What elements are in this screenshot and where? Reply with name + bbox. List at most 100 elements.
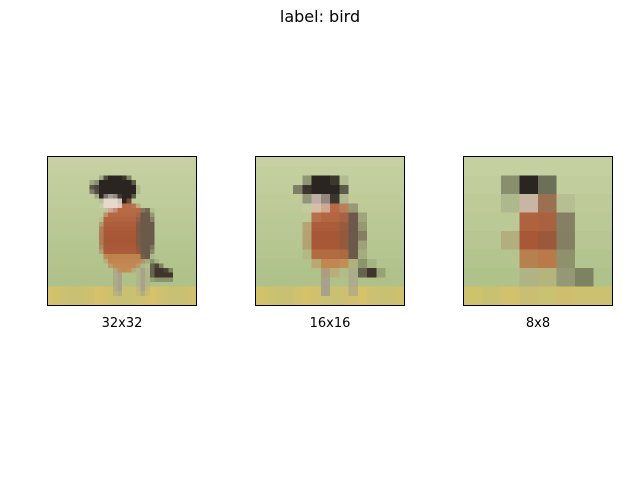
pixel-cell [108,166,113,172]
pixel-cell [52,268,58,273]
pixel-cell [163,221,169,227]
pixel-cell [131,240,137,246]
pixel-cell [145,300,150,305]
pixel-cell [52,291,58,296]
pixel-cell [126,221,132,227]
pixel-cell [265,212,275,222]
pixel-cell [57,300,63,305]
pixel-cell [293,240,303,250]
pixel-cell [140,161,146,167]
pixel-cell [159,207,164,213]
pixel-cell [126,175,132,181]
pixel-cell [117,300,123,305]
pixel-cell [256,194,266,204]
pixel-cell [311,277,321,287]
pixel-cell [52,207,58,213]
pixel-cell [145,207,150,213]
pixel-cell [131,235,137,241]
pixel-cell [135,240,141,246]
pixel-cell [149,277,155,283]
pixel-cell [154,170,160,176]
pixel-cell [274,258,284,269]
pixel-cell [117,166,123,172]
pixel-cell [339,184,349,195]
pixel-cell [168,175,174,181]
pixel-cell [191,244,196,250]
pixel-cell [94,226,100,232]
pixel-cell [61,235,67,241]
pixel-cell [122,166,127,172]
pixel-cell [75,231,81,236]
pixel-cell [575,175,594,195]
pixel-cell [394,258,404,269]
pixel-cell [89,212,95,218]
pixel-cell [103,268,109,273]
pixel-cell [172,198,178,204]
pixel-cell [80,272,86,278]
image-panel-16 [255,156,405,306]
pixel-cell [256,221,266,232]
pixel-cell [103,295,109,301]
pixel-cell [177,258,183,264]
pixel-cell [519,286,539,305]
pixel-cell [177,277,183,283]
pixel-cell [159,212,164,218]
pixel-cell [293,212,303,222]
pixel-cell [311,166,321,176]
pixel-cell [135,198,141,204]
pixel-cell [108,226,113,232]
pixel-cell [172,166,178,172]
pixel-cell [330,203,340,213]
pixel-cell [112,281,118,287]
pixel-cell [357,286,368,296]
pixel-cell [122,184,127,190]
pixel-cell [80,157,86,162]
pixel-cell [135,258,141,264]
pixel-cell [385,212,395,222]
pixel-cell [302,157,312,167]
pixel-cell [357,268,368,278]
pixel-cell [66,226,72,232]
pixel-cell [575,249,594,269]
pixel-cell [135,295,141,301]
pixel-cell [71,221,76,227]
pixel-cell [191,277,196,283]
pixel-cell [159,226,164,232]
pixel-cell [71,161,76,167]
pixel-cell [385,240,395,250]
pixel-cell [149,161,155,167]
pixel-cell [126,254,132,259]
pixel-cell [145,258,150,264]
pixel-cell [108,157,113,162]
pixel-cell [85,207,90,213]
pixel-cell [330,249,340,259]
pixel-cell [112,217,118,222]
pixel-cell [191,258,196,264]
pixel-cell [75,258,81,264]
pixel-cell [163,244,169,250]
pixel-cell [66,295,72,301]
pixel-cell [274,295,284,305]
pixel-cell [57,194,63,199]
pixel-cell [66,249,72,255]
pixel-cell [330,166,340,176]
pixel-cell [94,170,100,176]
pixel-cell [48,189,53,195]
pixel-cell [126,198,132,204]
pixel-cell [122,157,127,162]
pixel-cell [168,254,174,259]
pixel-cell [149,157,155,162]
pixel-cell [320,295,331,305]
pixel-cell [311,175,321,185]
pixel-cell [103,263,109,269]
pixel-cell [112,166,118,172]
pixel-cell [122,286,127,292]
pixel-cell [186,217,192,222]
pixel-cell [163,254,169,259]
pixel-cell [117,161,123,167]
pixel-cell [191,217,196,222]
pixel-cell [117,194,123,199]
pixel-cell [103,203,109,209]
pixel-cell [283,277,294,287]
pixel-cell [274,157,284,167]
